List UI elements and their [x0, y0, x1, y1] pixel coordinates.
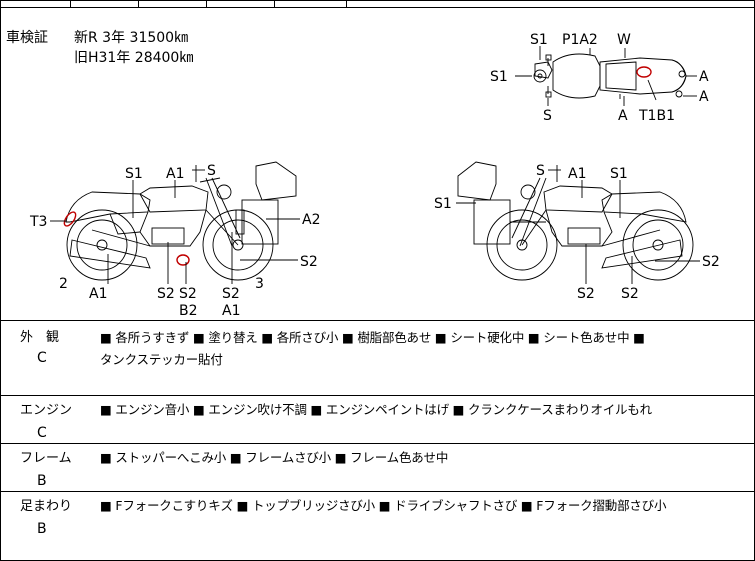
condition-text: ■ ストッパーへこみ小 ■ フレームさび小 ■ フレーム色あせ中 — [100, 450, 449, 465]
label-s2: S2 — [621, 286, 639, 302]
label-a1: A1 — [166, 166, 184, 182]
label-2: 2 — [59, 276, 68, 292]
label-t1b1: T1B1 — [638, 108, 675, 124]
condition-grade: B — [37, 473, 47, 489]
damage-diagram: S1 P1A2 W S1 A A S A T1B1 S1 A1 S T3 A2 … — [29, 32, 720, 319]
label-a2: A2 — [302, 212, 320, 228]
table-divider — [0, 443, 755, 444]
condition-grade: B — [37, 521, 47, 537]
label-s1: S1 — [490, 69, 508, 85]
right-view-bike — [457, 161, 694, 281]
label-3: 3 — [255, 276, 264, 292]
condition-text-cont: タンクステッカー貼付 — [100, 352, 223, 367]
label-a: A — [699, 69, 709, 85]
label-a1: A1 — [222, 303, 240, 319]
label-s1: S1 — [125, 166, 143, 182]
registration-new: 新R 3年 31500㎞ — [74, 30, 189, 46]
condition-grade: C — [37, 350, 47, 366]
top-row-border — [0, 7, 755, 8]
condition-text: ■ エンジン音小 ■ エンジン吹け不調 ■ エンジンペイントはげ ■ クランクケ… — [100, 402, 652, 417]
table-divider — [0, 491, 755, 492]
label-s1: S1 — [530, 32, 548, 48]
label-a: A — [699, 89, 709, 105]
label-s2: S2 — [157, 286, 175, 302]
condition-label: エンジン — [20, 403, 73, 418]
registration-label: 車検証 — [6, 30, 48, 46]
label-s1: S1 — [610, 166, 628, 182]
table-divider — [0, 320, 755, 321]
label-p1a2: P1A2 — [562, 32, 598, 48]
condition-label: フレーム — [20, 451, 72, 466]
left-view-bike — [65, 161, 297, 281]
label-s2: S2 — [222, 286, 240, 302]
label-a: A — [618, 108, 628, 124]
top-row-divider — [70, 0, 71, 8]
top-view-bike — [533, 48, 687, 99]
table-divider — [0, 395, 755, 396]
condition-label: 足まわり — [20, 499, 73, 514]
label-t3: T3 — [29, 214, 47, 230]
label-b2: B2 — [179, 303, 198, 319]
top-row-divider — [346, 0, 347, 8]
condition-grade: C — [37, 425, 47, 441]
label-s: S — [543, 108, 552, 124]
condition-text: ■ Fフォークこすりキズ ■ トップブリッジさび小 ■ ドライブシャフトさび ■… — [100, 498, 667, 513]
label-s: S — [207, 163, 216, 179]
label-s2: S2 — [702, 254, 720, 270]
condition-label: 外 観 — [20, 330, 60, 345]
label-s2: S2 — [300, 254, 318, 270]
top-row-divider — [206, 0, 207, 8]
top-row-divider — [274, 0, 275, 8]
label-s2: S2 — [577, 286, 595, 302]
condition-text: ■ 各所うすきず ■ 塗り替え ■ 各所さび小 ■ 樹脂部色あせ ■ シート硬化… — [100, 330, 645, 345]
label-a1: A1 — [89, 286, 107, 302]
label-s: S — [536, 163, 545, 179]
label-s2: S2 — [179, 286, 197, 302]
label-w: W — [617, 32, 631, 48]
top-row-divider — [138, 0, 139, 8]
label-s1: S1 — [434, 196, 452, 212]
registration-old: 旧H31年 28400㎞ — [74, 50, 194, 66]
label-a1: A1 — [568, 166, 586, 182]
